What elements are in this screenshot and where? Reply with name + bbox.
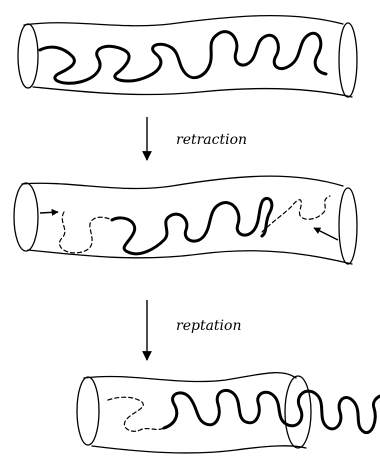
- tube-top-wall: [22, 176, 343, 188]
- arrow-reptation: reptation: [147, 300, 241, 360]
- tube-end-left: [77, 377, 99, 445]
- tube-bottom-wall: [28, 250, 352, 264]
- polymer-chain: [164, 390, 380, 432]
- tube-end-left: [14, 183, 38, 251]
- vacated-path-left: [59, 212, 112, 253]
- label-retraction: retraction: [176, 132, 247, 148]
- tube-reptation: [77, 373, 380, 453]
- polymer-chain: [40, 32, 326, 84]
- vacated-path-left: [108, 397, 164, 431]
- arrow-retraction: retraction: [147, 117, 247, 160]
- tube-retracted: [14, 176, 357, 264]
- tube-end-left: [18, 24, 38, 88]
- tube-top-wall: [84, 373, 296, 382]
- retraction-arrow-right: [314, 228, 338, 240]
- tube-end-right: [285, 376, 311, 448]
- tube-end-right: [339, 23, 357, 97]
- tube-bottom-wall: [33, 87, 352, 97]
- retraction-arrow-left: [40, 212, 58, 213]
- label-reptation: reptation: [176, 318, 241, 334]
- tube-initial: [18, 16, 357, 97]
- tube-bottom-wall: [92, 446, 306, 453]
- tube-top-wall: [24, 16, 343, 26]
- tube-end-right: [339, 188, 357, 264]
- polymer-chain: [112, 198, 272, 253]
